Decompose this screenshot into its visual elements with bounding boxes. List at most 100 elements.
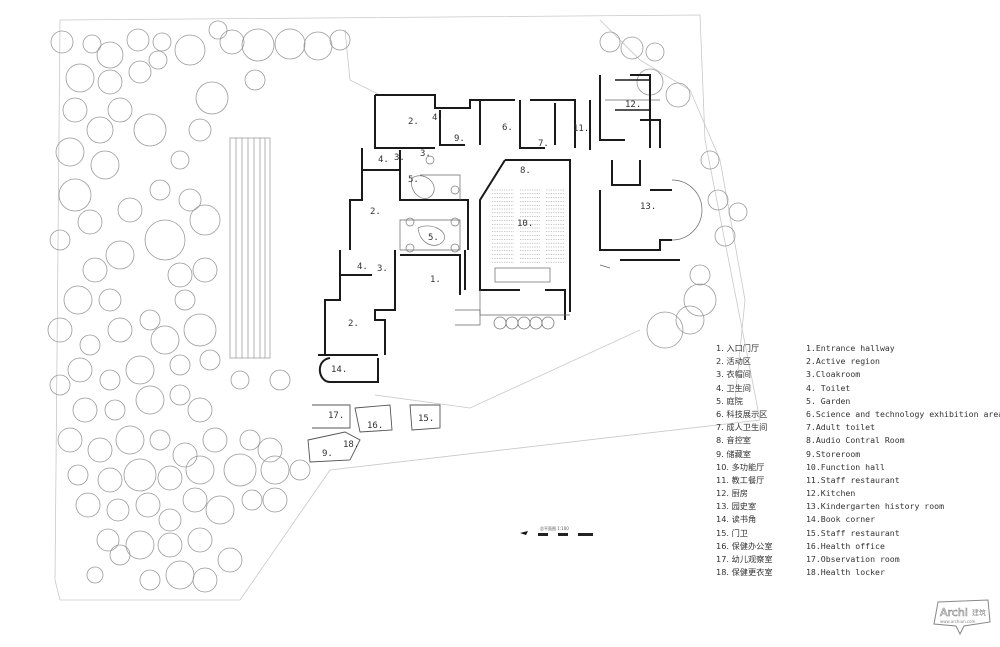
tree-canopy [105,240,135,270]
tree-canopy [77,209,103,235]
tree-canopy [262,487,288,513]
tree-canopy [97,69,123,95]
legend-zh: 18. 保健更衣室 [716,567,773,578]
tree-canopy [192,567,218,593]
legend-zh: 17. 幼儿观察室 [716,554,773,564]
room-label-16: 16. [367,421,383,431]
tree-canopy [183,313,217,347]
tree-canopy [165,560,195,590]
room-label-9a: 9. [454,134,465,144]
tree-canopy [125,355,155,385]
tree-canopy [665,82,691,108]
legend-row: 5. 庭院 5. Garden [716,395,996,408]
tree-canopy [65,63,95,93]
tree-canopy [107,97,133,123]
tree-canopy [172,442,198,468]
tree-canopy [135,492,161,518]
tree-canopy [289,459,311,481]
room-label-2b: 2. [370,207,381,217]
room-label-1: 1. [430,275,441,285]
tree-canopy [49,374,71,396]
legend-row: 7. 成人卫生间 7.Adult toilet [716,421,996,434]
tree-canopy [82,257,108,283]
gardens [405,155,460,253]
tree-canopy [123,458,157,492]
room-label-5b: 5. [428,233,439,243]
tree-canopy [714,225,736,247]
outbuildings [307,404,441,463]
tree-canopy [148,50,168,70]
tree-canopy [195,81,229,115]
tree-canopy [187,527,213,553]
tree-canopy [683,283,717,317]
legend-zh: 11. 教工餐厅 [716,474,765,485]
legend-en: 1.Entrance hallway [806,343,895,353]
watermark-site: www.archiun.com [940,619,976,624]
tree-canopy [675,305,705,335]
legend-zh: 1. 入口门厅 [716,343,760,353]
legend-zh: 7. 成人卫生间 [716,422,768,433]
room-label-3a: 3. [394,153,405,163]
room-label-4b: 4. [378,155,389,165]
tree-canopy [192,257,218,283]
room-label-7: 7. [538,139,549,149]
tree-canopy [208,20,228,40]
legend-en: 15.Staff restaurant [806,527,900,538]
tree-canopy [219,29,245,55]
room-label-3c: 3. [377,264,388,274]
tree-canopy [149,179,171,201]
room-label-10: 10. [517,219,533,229]
tree-canopy [107,317,133,343]
room-label-6: 6. [502,123,513,133]
legend-row: 11. 教工餐厅 11.Staff restaurant [716,474,996,487]
tree-canopy [169,354,191,376]
legend-en: 18.Health locker [806,567,885,578]
tree-canopy [260,455,290,485]
room-label-4c: 4. [357,262,368,272]
scale-bar: 总平面图 1:100 [520,525,593,536]
legend-en: 9.Storeroom [806,448,861,459]
legend-en: 5. Garden [806,395,851,406]
room-label-4a: 4. [432,113,443,123]
trees [47,20,748,593]
entrance-plaza-circles [493,316,555,330]
tree-canopy [97,467,123,493]
tree-canopy [98,288,122,312]
book-corner-outline [318,357,379,383]
watermark-brand-cn: 建筑 [972,608,986,617]
tree-canopy [700,150,720,170]
running-track [229,137,271,359]
legend-zh: 5. 庭院 [716,395,743,406]
legend-en: 8.Audio Contral Room [806,435,905,446]
legend-zh: 16. 保健办公室 [716,540,773,551]
site-boundary [54,14,761,601]
tree-canopy [87,437,113,463]
tree-canopy [199,349,221,371]
tree-canopy [135,385,165,415]
legend-en: 16.Health office [806,540,885,551]
tree-canopy [99,369,121,391]
tree-canopy [55,137,85,167]
legend-en: 11.Staff restaurant [806,474,900,485]
legend-row: 18. 保健更衣室 18.Health locker [716,566,996,579]
legend-zh: 14. 读书角 [716,514,757,525]
room-label-18: 18. [343,440,359,450]
tree-canopy [67,464,89,486]
tree-canopy [182,487,208,513]
tree-canopy [96,41,124,69]
room-label-14: 14. [331,365,347,375]
legend-zh: 9. 储藏室 [716,448,751,459]
tree-canopy [117,197,143,223]
legend-en: 12.Kitchen [806,488,856,499]
tree-canopy [205,495,235,525]
tree-canopy [144,219,186,261]
tree-canopy [75,492,101,518]
legend-en: 2.Active region [806,356,880,367]
legend-en: 7.Adult toilet [806,422,876,433]
